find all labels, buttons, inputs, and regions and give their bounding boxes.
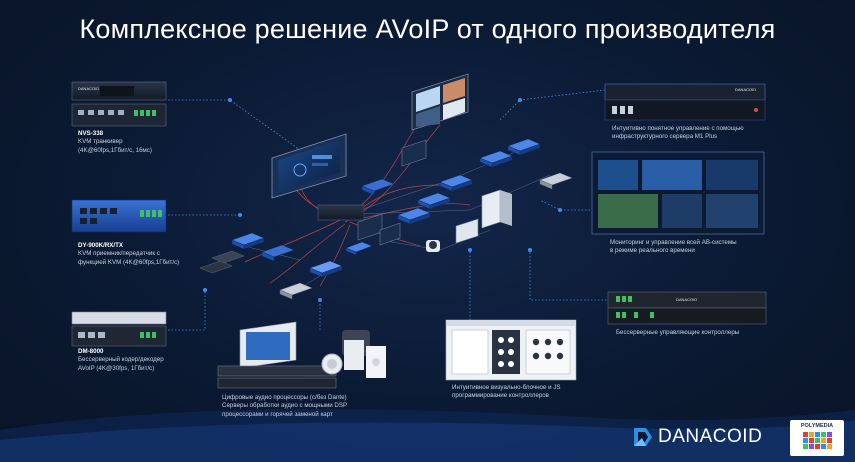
dy-device <box>71 199 167 233</box>
caption-audio-line-3: процессорами и горячей заменой карт <box>222 410 333 418</box>
caption-audio: Цифровые аудио процессоры (с/без Dante) … <box>222 394 347 419</box>
caption-dm-title: DM-8000 <box>78 348 104 355</box>
polymedia-logo-icon <box>803 432 832 449</box>
caption-nvs-line-1: KVM транкивер <box>78 138 123 146</box>
caption-server-line-1: Интуитивно понятное управление с помощью <box>612 125 744 132</box>
controller-device-label: DANACOID <box>676 297 698 302</box>
camera-icon <box>426 240 440 252</box>
caption-audio-line-1: Цифровые аудио процессоры (с/без Dante) <box>222 394 347 401</box>
polymedia-logo: POLYMEDIA <box>790 420 844 456</box>
nvs-device-label: DANACOID <box>78 86 100 91</box>
caption-dy-line-2: функцией KVM (4K@60fps,1Гбит/с) <box>78 258 180 266</box>
caption-programming-line-1: Интуитивное визуально-блочное и JS <box>452 384 561 391</box>
caption-server: Интуитивно понятное управление с помощью… <box>612 125 744 142</box>
blue-devices <box>231 138 541 278</box>
polymedia-logo-text: POLYMEDIA <box>800 423 834 429</box>
caption-monitoring-line-2: в режиме реального времени <box>610 247 695 255</box>
caption-dy: DY-900K/RX/TX KVM приемник/передатчик с … <box>78 242 179 267</box>
caption-server-line-2: инфраструктурного сервера M1 Plus <box>612 133 718 141</box>
caption-dm: DM-8000 Бессерверный кодер/декодер AVoIP… <box>78 348 164 373</box>
caption-programming-line-2: программирование контроллеров <box>452 392 549 400</box>
video-wall <box>411 73 469 131</box>
monitoring-screen <box>591 151 765 235</box>
bottom-wave <box>0 408 855 462</box>
caption-dy-line-1: KVM приемник/передатчик с <box>78 250 160 258</box>
caption-nvs-line-2: (4K@60fps,1Гбит/с, 16мс) <box>78 146 152 154</box>
caption-dm-line-2: AVoIP (4K@30fps, 1Гбит/с) <box>78 364 155 372</box>
danacoid-logo-icon <box>634 428 652 446</box>
caption-controllers: Бессерверные управляющие контроллеры <box>616 329 739 337</box>
connector-dots <box>203 98 562 302</box>
silver-devices <box>199 172 573 300</box>
nvs-device <box>71 81 167 127</box>
small-monitors <box>357 139 479 246</box>
programming-screen <box>445 319 577 381</box>
caption-audio-line-2: Серверы обработки аудио с мощными DSP <box>222 402 348 410</box>
caption-programming: Интуитивное визуально-блочное и JS прогр… <box>452 384 561 401</box>
caption-dy-title: DY-900K/RX/TX <box>78 242 124 249</box>
caption-nvs: NVS-338 KVM транкивер (4K@60fps,1Гбит/с,… <box>78 130 152 155</box>
danacoid-logo-text: DANACOID <box>658 426 763 447</box>
caption-monitoring-line-1: Мониторинг и управление всей АВ-системы <box>610 239 737 246</box>
caption-controllers-line-1: Бессерверные управляющие контроллеры <box>616 329 740 336</box>
page-title: Комплексное решение AVoIP от одного прои… <box>79 14 776 44</box>
network-switch <box>317 204 365 221</box>
dashboard-screen <box>271 133 347 199</box>
caption-monitoring: Мониторинг и управление всей АВ-системы … <box>610 239 737 256</box>
connector-lines <box>168 89 610 331</box>
dm-device <box>71 311 167 347</box>
caption-nvs-title: NVS-338 <box>78 130 104 137</box>
server-device <box>604 83 766 121</box>
danacoid-logo: DANACOID <box>632 426 762 448</box>
caption-dm-line-1: Бессерверный кодер/декодер <box>78 356 164 364</box>
controller-device <box>607 291 767 325</box>
audio-equipment <box>217 321 386 389</box>
pc-tower-icon <box>481 189 512 229</box>
server-device-label: DANACOID <box>735 87 757 92</box>
